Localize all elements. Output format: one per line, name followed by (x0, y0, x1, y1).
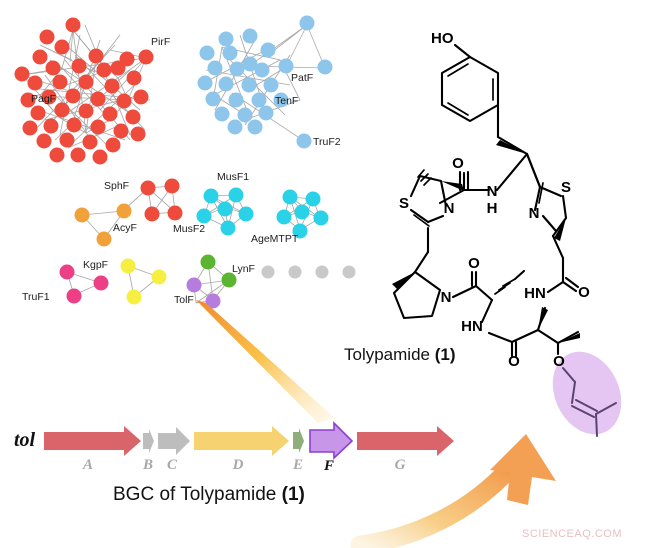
atom-S2: S (561, 179, 571, 196)
gene-arrow-C[interactable] (158, 427, 190, 455)
network-label-musf2: MusF2 (173, 223, 205, 235)
gene-arrow-F[interactable] (309, 421, 354, 460)
atom-O3: O (578, 284, 590, 301)
atom-O4: O (508, 353, 520, 370)
network-cluster-red (14, 17, 154, 165)
network-label-tenf: TenF (275, 95, 298, 107)
atom-O1: O (452, 155, 464, 172)
bgc-caption-text: BGC of Tolypamide (113, 484, 282, 505)
network-label-lynf: LynF (232, 263, 255, 275)
network-cluster-acyf (74, 203, 132, 247)
proline-ring (392, 270, 442, 320)
bgc-track: tol A B C D E (14, 421, 454, 474)
gene-arrow-E[interactable] (293, 428, 304, 453)
network-label-truf2: TruF2 (313, 136, 341, 148)
network-cluster-truf1 (59, 264, 109, 304)
network-label-patf: PatF (291, 72, 313, 84)
gene-label-B: B (142, 457, 153, 473)
network-cluster-sphf (123, 178, 183, 222)
molecule-structure (392, 43, 617, 437)
biosynthesis-arrow (350, 434, 556, 548)
network-label-sphf: SphF (104, 180, 129, 192)
atom-NH-H: H (487, 200, 498, 217)
network-cluster-tolf (186, 254, 237, 309)
network-label-musf1: MusF1 (217, 171, 249, 183)
network-cluster-blue (197, 15, 333, 149)
network-cluster-kgpf (120, 258, 167, 305)
highlight-beam (196, 300, 335, 423)
network-label-tolf: TolF (174, 294, 194, 306)
network-gray-nodes (261, 265, 356, 279)
gene-arrow-B[interactable] (143, 429, 154, 453)
network-cluster-agemtpt (276, 189, 329, 239)
atom-N2: N (529, 205, 540, 222)
network-label-kgpf: KgpF (83, 259, 108, 271)
gene-label-F: F (323, 458, 334, 474)
gene-label-E: E (292, 457, 303, 473)
gene-label-G: G (395, 457, 406, 473)
network-label-truf1: TruF1 (22, 291, 50, 303)
molecule-caption: Tolypamide (1) (344, 345, 456, 364)
network-cluster-musf (196, 187, 254, 236)
gene-arrow-G[interactable] (357, 426, 454, 456)
atom-HN1: HN (461, 318, 483, 335)
atom-S1: S (399, 195, 409, 212)
gene-label-D: D (232, 457, 244, 473)
atom-O5: O (553, 353, 565, 370)
network-label-acyf: AcyF (113, 222, 137, 234)
network-label-pirf: PirF (151, 36, 170, 48)
gene-arrow-D[interactable] (194, 426, 289, 456)
phenol-ring (440, 43, 500, 139)
atom-HO: HO (431, 30, 454, 47)
atom-NH-N: N (487, 183, 498, 200)
watermark: SCIENCEAQ.COM (522, 528, 622, 540)
atom-N1: N (444, 200, 455, 217)
bgc-caption: BGC of Tolypamide (1) (113, 484, 305, 505)
gene-label-C: C (167, 457, 178, 473)
atom-O2: O (468, 255, 480, 272)
operon-label: tol (14, 429, 36, 451)
network-label-agemtpt: AgeMTPT (251, 233, 299, 245)
atom-Npro: N (441, 289, 452, 306)
atom-HN2: HN (524, 285, 546, 302)
prenyl-highlight (552, 351, 622, 435)
gene-label-A: A (82, 457, 93, 473)
molecule-caption-text: Tolypamide (344, 345, 435, 364)
molecule-atom-labels: HO O S N N H S N O N HN HN O O O (399, 30, 590, 370)
network-labels: PirF PagF PatF TenF TruF2 SphF AcyF MusF… (22, 36, 341, 306)
gene-arrow-A[interactable] (44, 426, 141, 456)
network-label-pagf: PagF (31, 93, 56, 105)
thiazoline-left (409, 169, 464, 227)
